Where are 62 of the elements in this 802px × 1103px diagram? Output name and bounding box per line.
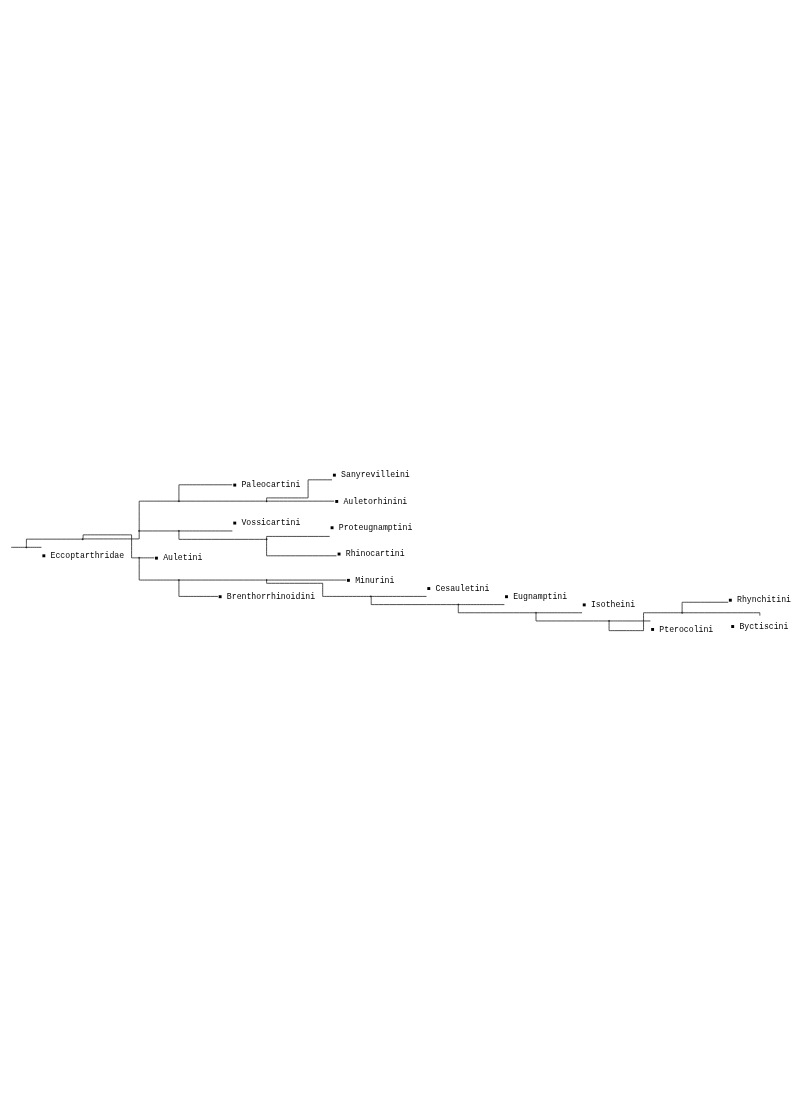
node-point [178, 499, 180, 502]
connector [139, 530, 179, 531]
connector [266, 539, 337, 556]
node-point [457, 603, 460, 605]
node-point [265, 537, 268, 540]
connector [266, 478, 333, 501]
node-point [138, 529, 141, 532]
connector [266, 579, 371, 597]
node-point [370, 595, 372, 597]
node-box [154, 556, 158, 560]
node-box [346, 578, 350, 582]
connector [266, 500, 335, 501]
node-box [728, 598, 732, 602]
node-point [608, 619, 610, 622]
connector [458, 603, 505, 605]
connector [10, 546, 26, 548]
node-point [681, 611, 684, 614]
node-box [42, 553, 46, 557]
node-box [582, 602, 586, 606]
connector [179, 500, 267, 501]
connector [370, 596, 458, 605]
connector [138, 500, 179, 531]
node-point [535, 611, 537, 614]
node-box [233, 483, 237, 487]
node-box [731, 624, 735, 628]
connector [178, 483, 233, 501]
connector [178, 530, 267, 540]
connector [83, 530, 140, 539]
connector [682, 611, 761, 616]
connector [266, 579, 347, 580]
connector [178, 579, 219, 597]
connector [371, 595, 427, 597]
connector [608, 611, 682, 631]
node-box [335, 499, 339, 503]
connector [457, 604, 536, 613]
node-box [332, 473, 336, 477]
connector [26, 538, 83, 547]
node-box [330, 525, 334, 529]
node-box [233, 521, 237, 525]
connector [609, 620, 651, 621]
node-box [427, 586, 431, 590]
connector [536, 611, 583, 613]
node-point [178, 529, 180, 532]
connector [139, 557, 155, 558]
node-box [337, 552, 341, 555]
connector [179, 579, 267, 580]
connector [82, 534, 139, 558]
connector [266, 535, 331, 539]
connector [179, 530, 233, 531]
node-point [178, 578, 180, 581]
node-point [138, 556, 141, 559]
node-point [265, 499, 268, 502]
node-box [651, 627, 655, 631]
connector [138, 557, 179, 580]
node-point [265, 578, 268, 581]
node-box [218, 594, 222, 598]
connector [535, 612, 609, 621]
node-point [81, 537, 84, 540]
node-point [25, 545, 28, 548]
node-box [505, 594, 508, 598]
connector [26, 546, 42, 548]
connector [681, 601, 729, 612]
